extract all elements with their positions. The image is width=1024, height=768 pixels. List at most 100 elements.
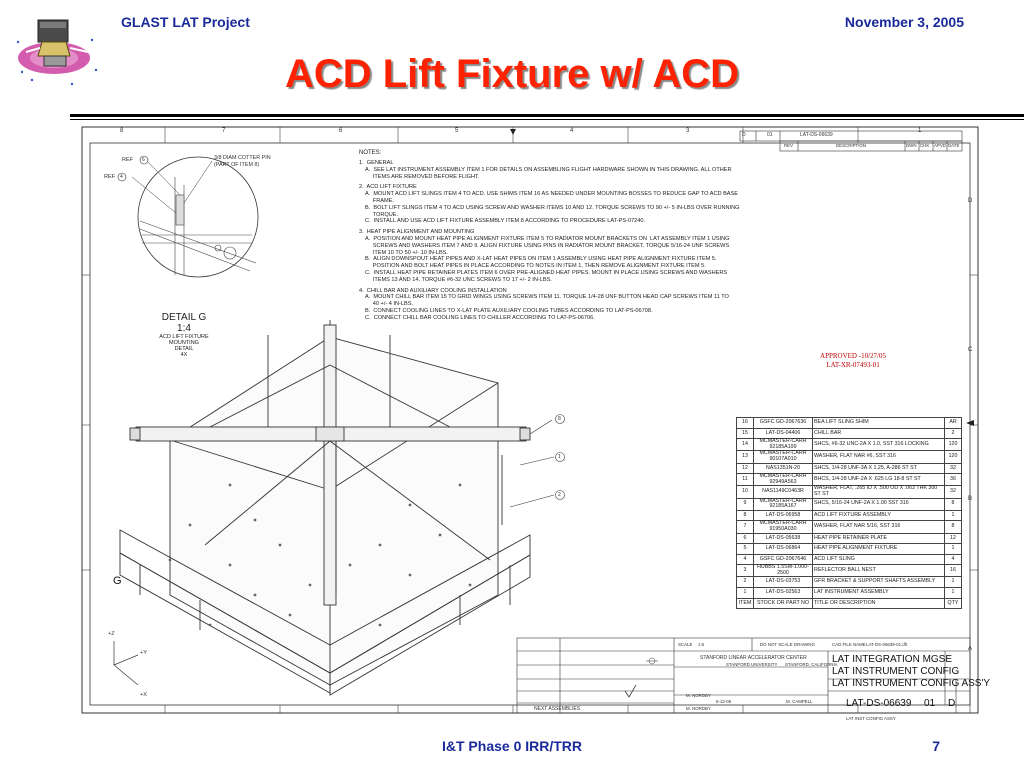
- note-line: 2. ACD LIFT FIXTURE: [359, 184, 417, 191]
- bom-cell-qty: 16: [944, 564, 962, 578]
- axis-y-label: +Y: [140, 650, 147, 656]
- zone-col-4: 4: [570, 128, 574, 134]
- view-label-g: G: [113, 575, 122, 587]
- detail-g-scale: 1:4: [177, 323, 191, 334]
- bom-cell-part: NAS1149C0463R: [753, 485, 813, 499]
- bom-cell-part: LAT-DS-05638: [753, 532, 813, 545]
- bom-cell-item: 6: [736, 532, 754, 545]
- bom-cell-desc: SHCS, #6-32 UNC-2A X 1.0, SST 316 LOCKIN…: [812, 438, 945, 452]
- zone-col-6: 6: [339, 128, 343, 134]
- approved-by: M. NORDBY: [686, 706, 711, 711]
- bom-cell-qty: 12: [944, 532, 962, 545]
- note-line: B. ALIGN DOWNSPOUT HEAT PIPES AND X-LAT …: [365, 256, 717, 263]
- bom-cell-qty: 1: [944, 509, 962, 522]
- bom-cell-item: 11: [736, 473, 754, 487]
- drawing-revision: 01: [924, 698, 936, 709]
- bom-cell-part: MCMASTER-CARR 92185A167: [753, 497, 813, 511]
- bom-cell-qty: QTY: [944, 597, 962, 610]
- bom-cell-item: 4: [736, 553, 754, 566]
- scale-label: SCALE: [678, 642, 693, 647]
- rev-size: D: [742, 132, 746, 138]
- sheet-footer-title: LAT INST CONFIG ASSY: [846, 716, 896, 721]
- zone-row-a: A: [968, 646, 973, 652]
- bom-cell-part: LAT-DS-06958: [753, 509, 813, 522]
- bom-cell-qty: 2: [944, 427, 962, 440]
- bom-cell-qty: 4: [944, 553, 962, 566]
- organization-3: STANFORD, CALIFORNIA: [785, 662, 838, 667]
- zone-row-b: B: [968, 496, 973, 502]
- bom-cell-desc: CHILL BAR: [812, 427, 945, 440]
- bom-cell-qty: 32: [944, 462, 962, 475]
- bom-cell-desc: GFR BRACKET & SUPPORT SHAFTS ASSEMBLY: [812, 576, 945, 589]
- bom-cell-desc: BHCS, 1/4-28 UNF-2A X .625 LG 18-8 ST ST: [812, 473, 945, 487]
- note-line: C. INSTALL AND USE ACD LIFT FIXTURE ASSE…: [365, 218, 646, 225]
- bom-cell-item: 10: [736, 485, 754, 499]
- bom-cell-item: ITEM: [736, 597, 754, 610]
- detail-g-title: DETAIL G: [161, 312, 207, 323]
- drawn-date: 8-12-05: [716, 699, 732, 704]
- bom-cell-item: 7: [736, 520, 754, 534]
- bom-cell-desc: LAT INSTRUMENT ASSEMBLY: [812, 587, 945, 599]
- bom-cell-qty: 8: [944, 520, 962, 534]
- drawing-title-2: LAT INSTRUMENT CONFIG: [832, 666, 960, 677]
- drawn-by: M. NORDBY: [686, 693, 711, 698]
- bom-cell-part: NAS1351N-20: [753, 462, 813, 475]
- bom-cell-part: MCMASTER-CARR 92949A563: [753, 473, 813, 487]
- bom-cell-part: LAT-DS-03753: [753, 576, 813, 589]
- note-line: C. INSTALL HEAT PIPE RETAINER PLATES ITE…: [365, 269, 728, 276]
- ref-label-1: REF: [122, 157, 134, 163]
- bom-cell-qty: 36: [944, 473, 962, 487]
- bom-cell-desc: SHCS, 1/4-28 UNF-3A X 1.25, A-286 ST ST: [812, 462, 945, 475]
- drawing-title-1: LAT INTEGRATION MGSE: [832, 654, 953, 665]
- rev-header-apvd: APVD: [934, 143, 946, 148]
- bom-cell-item: 2: [736, 576, 754, 589]
- bom-cell-desc: WASHER, FLAT NAR 5/16, SST 316: [812, 520, 945, 534]
- note-line: 4. CHILL BAR AND AUXILIARY COOLING INSTA…: [359, 287, 507, 294]
- detail-g-label: DETAIL G 1:4 ACD LIFT FIXTURE MOUNTING D…: [144, 312, 224, 358]
- note-line: B. BOLT LIFT SLINGS ITEM 4 TO ACD USING …: [365, 204, 740, 211]
- rev-header-desc: DESCRIPTION: [836, 143, 867, 148]
- organization-2: STANFORD UNIVERSITY: [726, 662, 778, 667]
- organization: STANFORD LINEAR ACCELERATOR CENTER: [700, 655, 807, 661]
- drawing-size: D: [948, 698, 956, 709]
- bom-cell-part: GSFC GD-2067646: [753, 553, 813, 566]
- approval-stamp: APPROVED -10/27/05 LAT-XR-07493-01: [820, 352, 886, 370]
- bom-cell-item: 15: [736, 427, 754, 440]
- bom-cell-part: LAT-DS-02563: [753, 587, 813, 599]
- balloon-2: 2: [558, 492, 561, 498]
- bom-cell-item: 3: [736, 564, 754, 578]
- rev-header-dwn: DWN: [906, 143, 917, 148]
- rev-doc-number: LAT-DS-06639: [800, 132, 833, 138]
- note-line: 3. HEAT PIPE ALIGNMENT AND MOUNTING: [359, 229, 475, 236]
- zone-col-7: 7: [222, 128, 226, 134]
- detail-g-line3: DETAIL: [174, 346, 194, 352]
- glast-logo: [16, 19, 98, 86]
- rev-header-date: DATE: [948, 143, 960, 148]
- bom-cell-part: MCMASTER-CARR 90107A010: [753, 450, 813, 464]
- do-not-scale: DO NOT SCALE DRAWING: [760, 642, 815, 647]
- note-line: A. MOUNT ACD LIFT SLINGS ITEM 4 TO ACD. …: [365, 191, 739, 198]
- note-line: POSITION AND BOLT HEAT PIPES IN PLACE AC…: [365, 263, 706, 270]
- bom-cell-desc: ACD LIFT FIXTURE ASSEMBLY: [812, 509, 945, 522]
- bom-cell-desc: REFLECTOR BALL NEST: [812, 564, 945, 578]
- note-line: B. CONNECT COOLING LINES TO X-LAT PLATE …: [365, 307, 653, 314]
- top-rule-thin: [70, 119, 1024, 120]
- detail-g-line2: MOUNTING: [169, 340, 199, 346]
- bom-cell-part: GSFC GD-2067636: [753, 417, 813, 429]
- bom-cell-part: MCMASTER-CARR 91950A030: [753, 520, 813, 534]
- note-line: A. MOUNT CHILL BAR ITEM 15 TO GRID WINGS…: [365, 294, 729, 301]
- bom-cell-item: 8: [736, 509, 754, 522]
- ref-label-2: REF: [104, 174, 116, 180]
- bom-cell-item: 12: [736, 462, 754, 475]
- bom-cell-qty: 32: [944, 485, 962, 499]
- note-line: FRAME.: [365, 197, 394, 204]
